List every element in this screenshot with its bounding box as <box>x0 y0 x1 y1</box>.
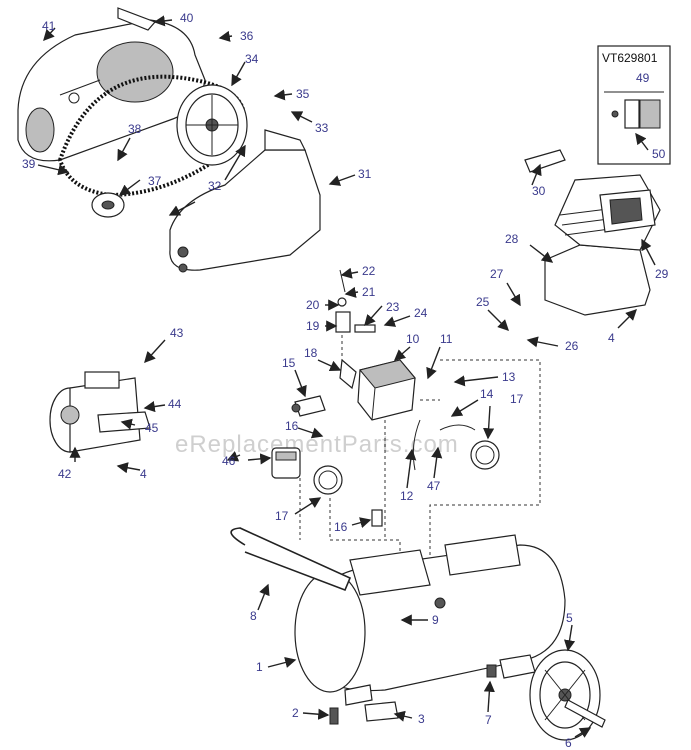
callout-40: 40 <box>180 11 194 25</box>
callout-29: 29 <box>655 267 669 281</box>
pressure-gauge-part <box>313 440 500 495</box>
watermark-text: eReplacementParts.com <box>175 431 459 458</box>
callout-36: 36 <box>240 29 254 43</box>
callout-38: 38 <box>128 122 142 136</box>
motor-pulley-part <box>91 192 125 218</box>
wheel-part <box>529 649 601 741</box>
pressure-switch-part <box>357 359 416 421</box>
callout-14: 14 <box>480 387 494 401</box>
leader-arrows <box>37 15 656 738</box>
callout-50: 50 <box>652 147 666 161</box>
callout-4a: 4 <box>140 467 147 481</box>
callout-25: 25 <box>476 295 490 309</box>
callout-11: 11 <box>440 332 453 346</box>
callout-32: 32 <box>208 179 222 193</box>
head-bolt-part <box>524 149 566 173</box>
callout-31: 31 <box>358 167 372 181</box>
callout-45: 45 <box>145 421 159 435</box>
callout-3: 3 <box>418 712 425 726</box>
callout-16b: 16 <box>334 520 348 534</box>
callout-49: 49 <box>636 71 650 85</box>
assembly-guide-lines <box>299 335 541 560</box>
callout-15: 15 <box>282 356 296 370</box>
drive-belt-part <box>58 74 246 198</box>
callout-37: 37 <box>148 174 162 188</box>
callout-42: 42 <box>58 467 72 481</box>
callout-8: 8 <box>250 609 257 623</box>
kit-code-label: VT629801 <box>602 51 658 65</box>
callout-30: 30 <box>532 184 546 198</box>
callout-41: 41 <box>42 19 56 33</box>
callout-9: 9 <box>432 613 439 627</box>
callout-19: 19 <box>306 319 320 333</box>
callout-17a: 17 <box>275 509 289 523</box>
callout-21: 21 <box>362 285 376 299</box>
callout-16a: 16 <box>285 419 299 433</box>
flywheel-part <box>176 84 248 166</box>
callout-5: 5 <box>566 611 573 625</box>
callout-27: 27 <box>490 267 504 281</box>
callout-4b: 4 <box>608 331 615 345</box>
callout-12: 12 <box>400 489 414 503</box>
callout-20: 20 <box>306 298 320 312</box>
rubber-foot-part <box>364 701 399 722</box>
callout-13: 13 <box>502 370 516 384</box>
air-tank-part <box>294 534 566 706</box>
callout-17b: 17 <box>510 392 524 406</box>
callout-39: 39 <box>22 157 36 171</box>
regulator-part <box>271 447 301 479</box>
callout-28: 28 <box>505 232 519 246</box>
callout-6: 6 <box>565 736 572 750</box>
callout-47: 47 <box>427 479 441 493</box>
callout-43: 43 <box>170 326 184 340</box>
callout-18: 18 <box>304 346 318 360</box>
callout-33: 33 <box>315 121 329 135</box>
callout-10: 10 <box>406 332 420 346</box>
callout-22: 22 <box>362 264 376 278</box>
drain-valve-part <box>329 707 339 725</box>
callout-23: 23 <box>386 300 400 314</box>
callout-7: 7 <box>485 713 492 727</box>
handle-part <box>230 527 352 592</box>
callout-2: 2 <box>292 706 299 720</box>
callout-35: 35 <box>296 87 310 101</box>
motor-part <box>49 371 151 453</box>
check-valve-part <box>291 395 326 417</box>
callout-24: 24 <box>414 306 428 320</box>
callout-1: 1 <box>256 660 263 674</box>
callout-labels: 40 41 36 34 35 33 31 32 38 37 39 49 50 3… <box>22 11 669 750</box>
valve-kit-frame: VT629801 <box>597 45 671 165</box>
pump-part <box>544 174 661 316</box>
callout-34: 34 <box>245 52 259 66</box>
tee-fitting-part <box>335 297 376 390</box>
callout-26: 26 <box>565 339 579 353</box>
callout-44: 44 <box>168 397 182 411</box>
axle-bolt-part <box>564 699 606 728</box>
foot-screw-part <box>486 664 497 678</box>
nipple-fitting-part <box>371 509 383 527</box>
callout-46: 46 <box>222 454 236 468</box>
